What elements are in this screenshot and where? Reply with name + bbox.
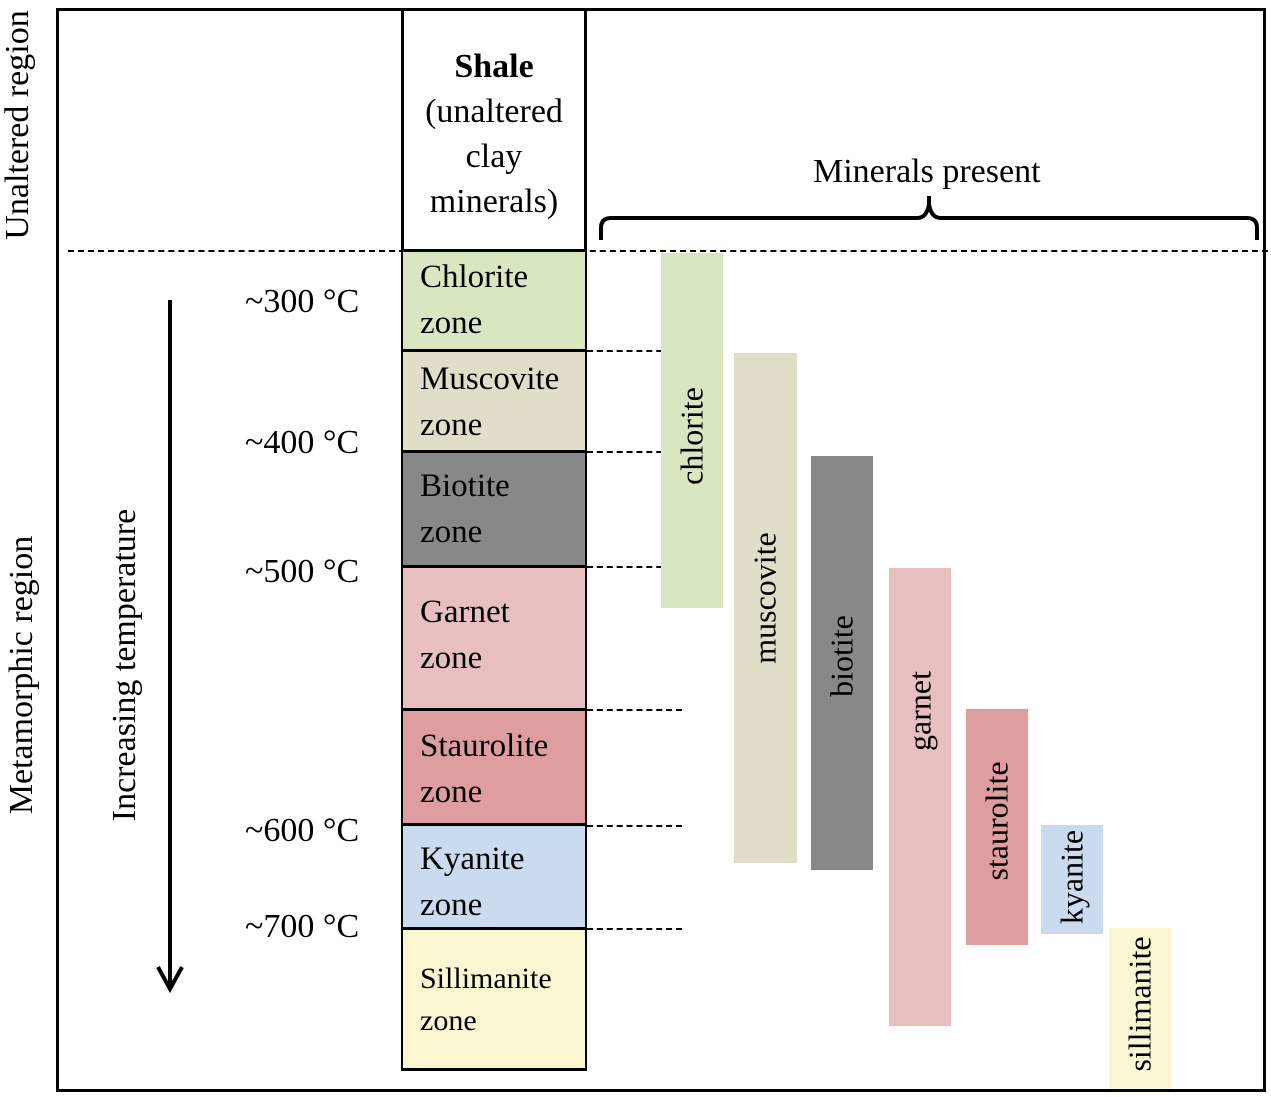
bar-chlorite: chlorite	[661, 253, 723, 608]
temperature-arrow	[156, 300, 184, 994]
zone-muscovite: Muscovite zone	[403, 352, 585, 450]
bar-staurolite: staurolite	[966, 709, 1028, 945]
temp-label-400: ~400 °C	[245, 424, 360, 461]
diagram-frame	[56, 8, 1266, 1092]
bar-label-muscovite: muscovite	[746, 532, 783, 664]
zone-label: Chlorite	[420, 259, 529, 295]
bar-label-chlorite: chlorite	[673, 387, 710, 485]
shale-subtitle-line: (unaltered	[425, 93, 563, 130]
minerals-present-label: Minerals present	[813, 153, 1041, 190]
zone-label: zone	[420, 640, 483, 676]
bar-label-biotite: biotite	[823, 615, 860, 697]
zone-biotite: Biotite zone	[403, 453, 585, 565]
temp-label-500: ~500 °C	[245, 553, 360, 590]
zone-boundary-dash	[587, 566, 682, 568]
zone-boundary-dash	[587, 350, 682, 352]
zone-boundary-dash	[587, 825, 682, 827]
zone-label: Biotite	[420, 468, 510, 504]
zone-kyanite: Kyanite zone	[403, 826, 585, 927]
bar-garnet: garnet	[889, 568, 951, 1026]
zone-label: Kyanite	[420, 841, 525, 877]
zone-label: Muscovite	[420, 361, 560, 397]
bar-label-sillimanite: sillimanite	[1121, 936, 1158, 1072]
shale-header: Shale (unaltered clay minerals)	[401, 8, 587, 251]
region-boundary-line	[68, 250, 1268, 252]
zone-label: zone	[420, 407, 483, 443]
shale-subtitle-line: clay	[465, 138, 523, 175]
unaltered-region-label: Unaltered region	[0, 10, 36, 240]
bar-muscovite: muscovite	[734, 353, 797, 863]
zone-chlorite: Chlorite zone	[403, 252, 585, 349]
zone-label: zone	[420, 305, 483, 341]
temp-label-600: ~600 °C	[245, 812, 360, 849]
zone-label: zone	[420, 887, 483, 923]
zone-boundary-dash	[587, 709, 682, 711]
zone-garnet: Garnet zone	[403, 568, 585, 708]
zone-label: zone	[420, 514, 483, 550]
bar-sillimanite: sillimanite	[1109, 928, 1171, 1089]
shale-subtitle-line: minerals)	[429, 183, 559, 220]
temp-label-300: ~300 °C	[245, 283, 360, 320]
zone-boundary-dash	[587, 928, 682, 930]
zone-staurolite: Staurolite zone	[403, 711, 585, 823]
zone-label: Garnet	[420, 594, 510, 630]
bar-label-staurolite: staurolite	[978, 761, 1015, 881]
zone-label: zone	[420, 1004, 477, 1037]
zone-label: Staurolite	[420, 728, 549, 764]
zone-boundary-dash	[587, 451, 682, 453]
shale-title: Shale	[454, 48, 534, 85]
bar-kyanite: kyanite	[1041, 825, 1103, 934]
increasing-temperature-label: Increasing temperature	[106, 508, 143, 822]
bar-label-garnet: garnet	[901, 671, 938, 751]
minerals-brace	[599, 196, 1259, 240]
zone-sillimanite: Sillimanite zone	[403, 930, 585, 1068]
metamorphic-region-label: Metamorphic region	[3, 535, 40, 815]
bar-label-kyanite: kyanite	[1053, 829, 1090, 925]
bar-biotite: biotite	[811, 456, 873, 870]
zone-label: Sillimanite	[420, 962, 552, 995]
zone-label: zone	[420, 774, 483, 810]
temp-label-700: ~700 °C	[245, 908, 360, 945]
